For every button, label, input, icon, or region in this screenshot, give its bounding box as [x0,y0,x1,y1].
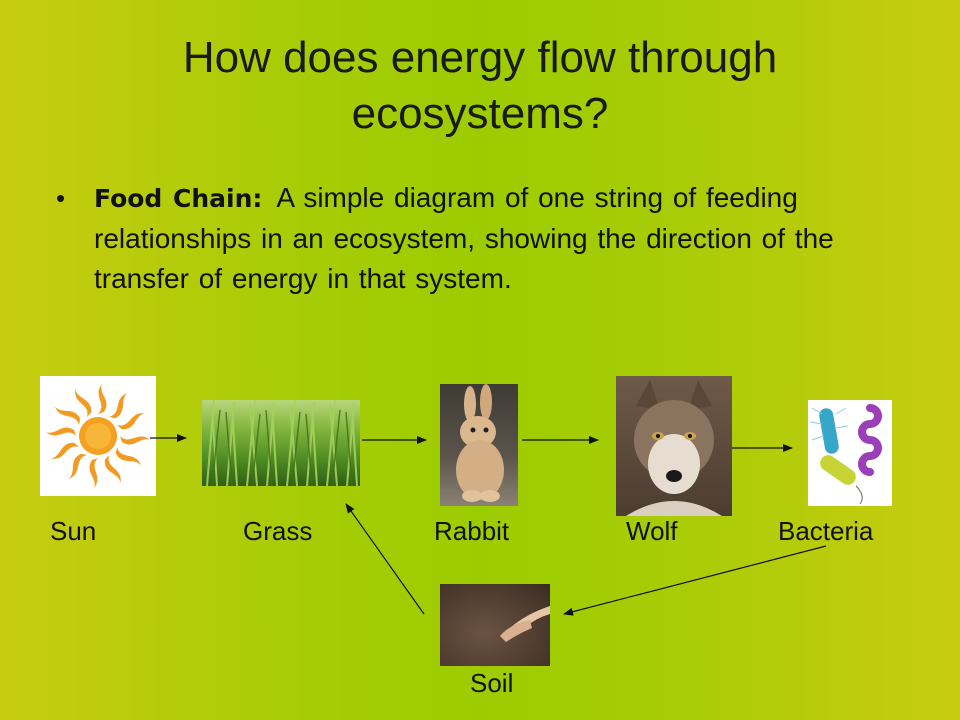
bacteria-image [808,400,892,506]
sun-image [40,376,156,496]
wolf-icon [626,380,722,516]
rabbit-image [440,384,518,506]
bullet-marker: • [56,183,66,213]
arrow-bacteria-to-soil [563,545,827,616]
node-label-bacteria: Bacteria [778,516,874,546]
hands-in-soil-icon [500,584,550,642]
sun-icon [46,384,150,488]
soil-image [440,584,550,666]
node-label-rabbit: Rabbit [434,516,510,546]
grass-blades-icon [206,400,358,486]
title-line-2: ecosystems? [351,89,609,138]
arrow-soil-to-grass [345,503,425,615]
slide-title: How does energy flow through ecosystems? [60,30,900,142]
grass-image [202,400,360,486]
node-label-wolf: Wolf [626,516,678,546]
title-line-1: How does energy flow through [182,33,778,82]
node-label-soil: Soil [470,668,514,698]
wolf-image [616,376,732,516]
term-food-chain: Food Chain: [94,184,263,213]
node-label-sun: Sun [50,516,97,546]
bullet-text: Food Chain:A simple diagram of one strin… [94,178,894,299]
bacteria-icon [809,404,882,505]
term-definition: A simple diagram of one string of feedin… [94,182,834,294]
rabbit-icon [456,384,504,502]
node-label-grass: Grass [243,516,313,546]
